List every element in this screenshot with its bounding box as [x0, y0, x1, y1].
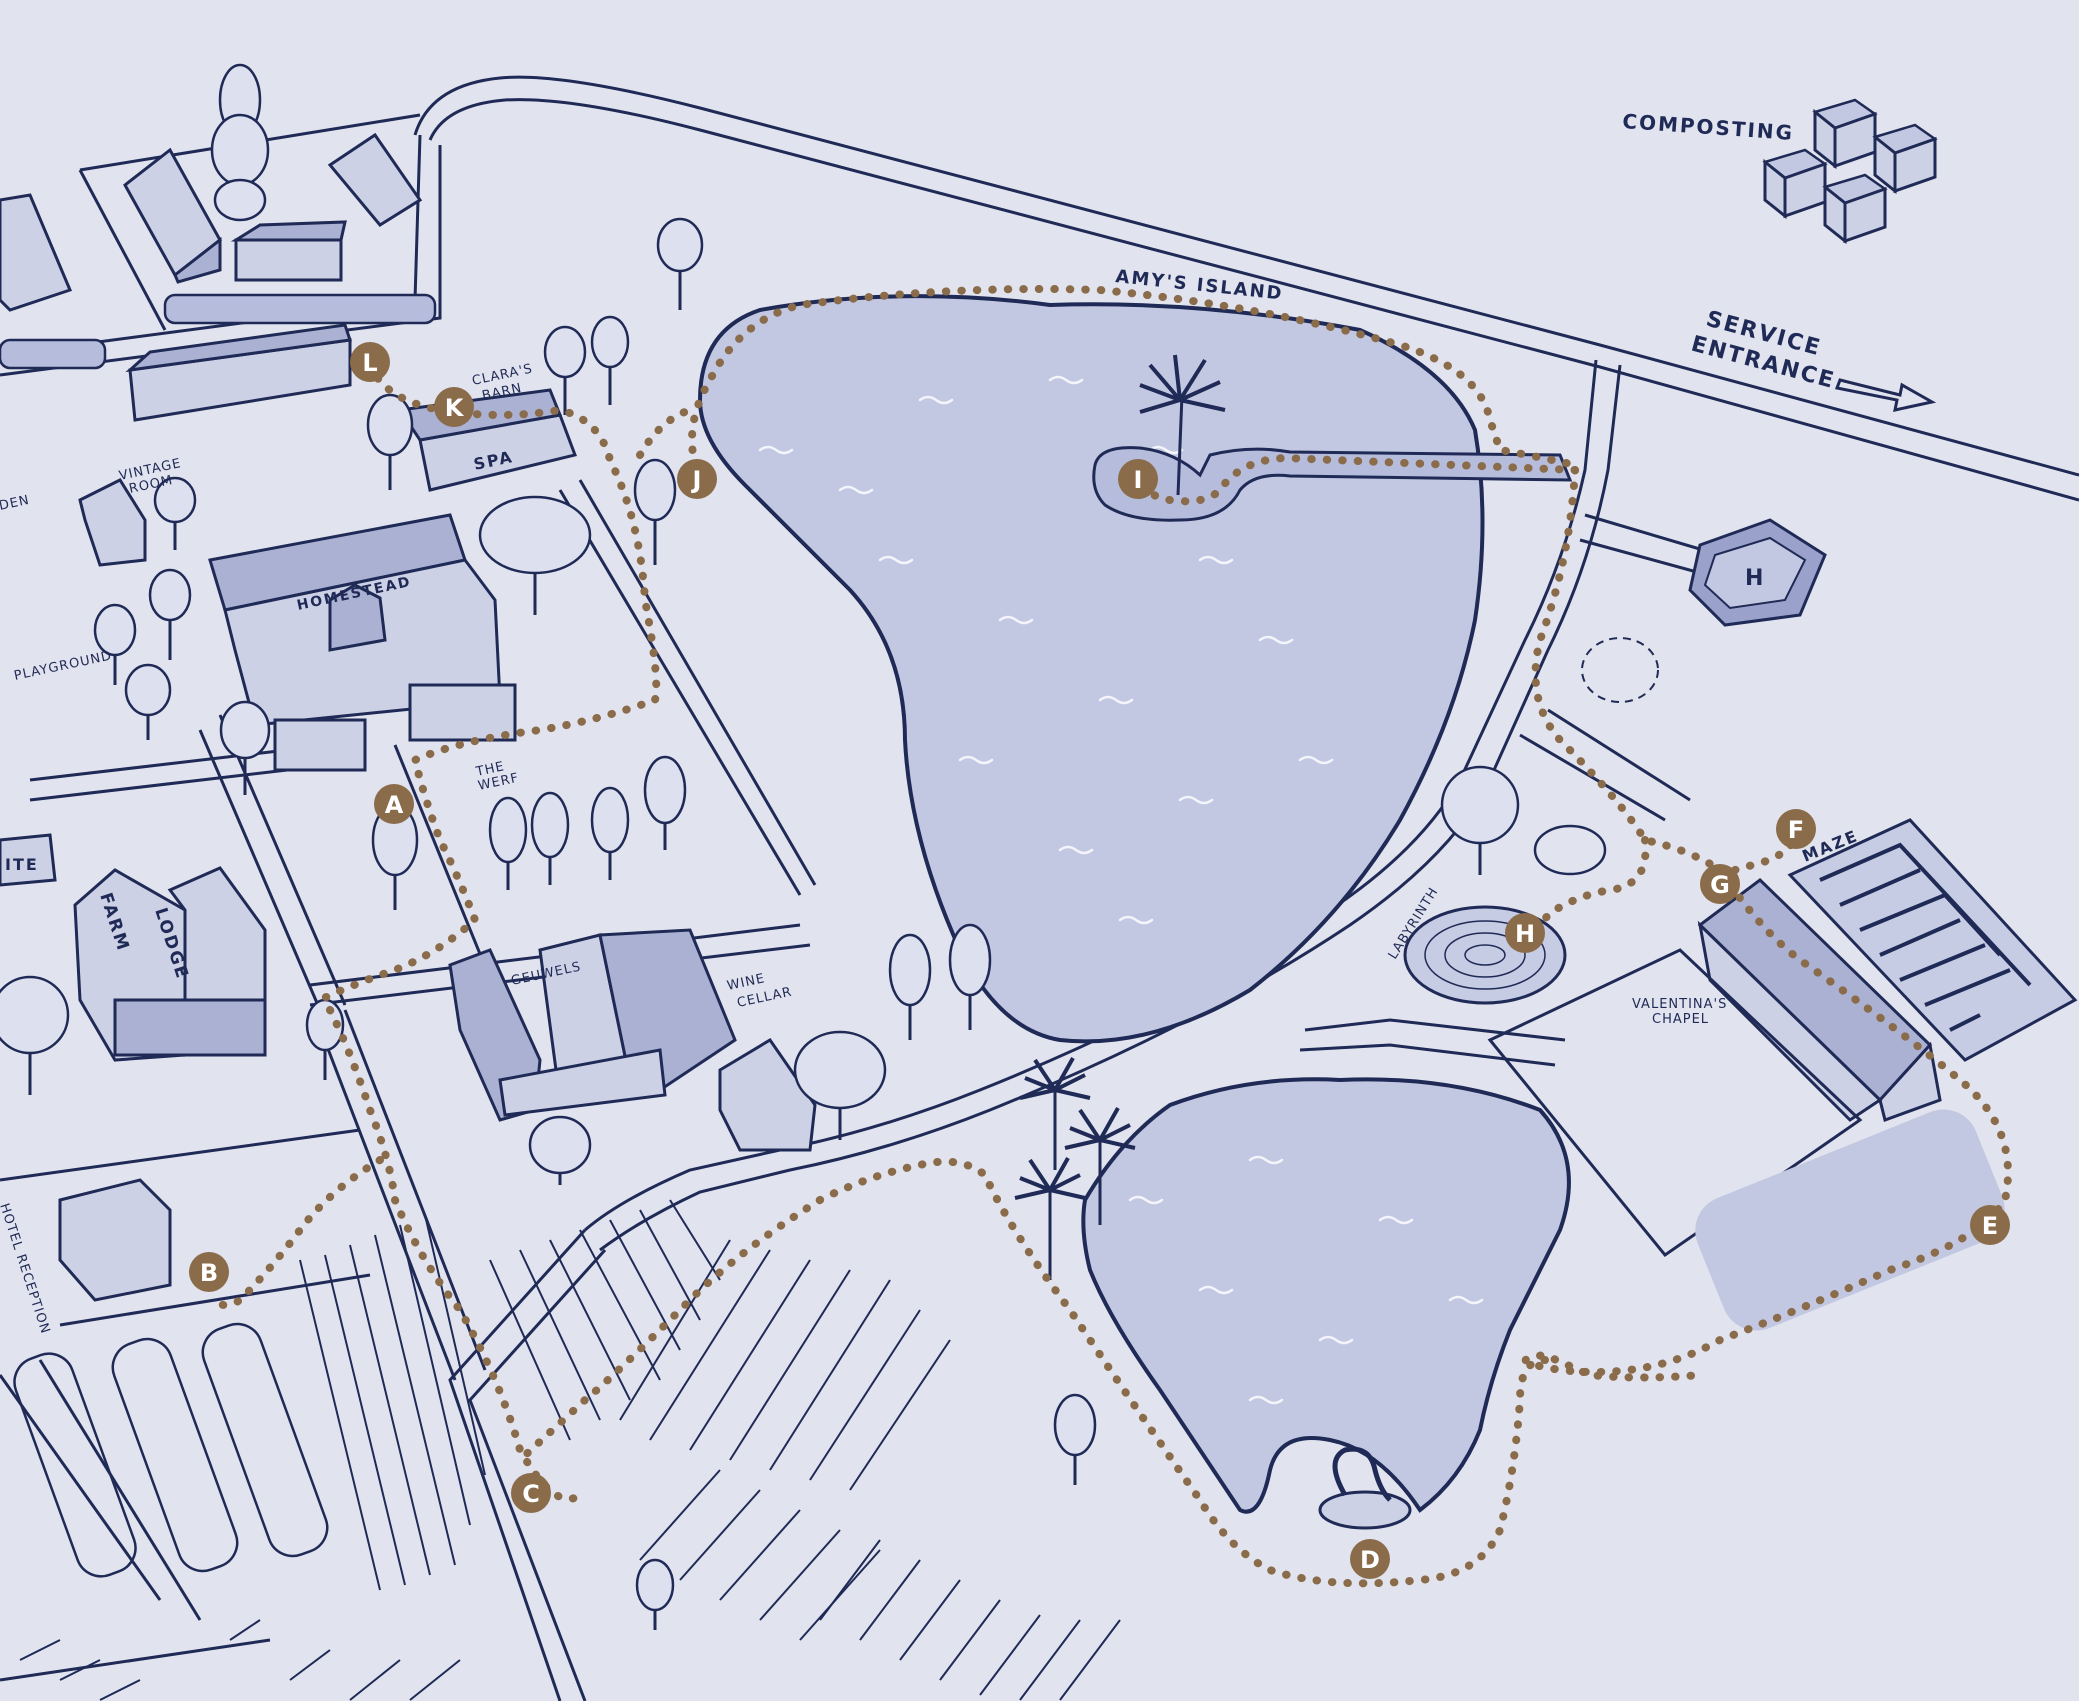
marker-c-letter: C — [522, 1480, 540, 1508]
marker-e-letter: E — [1982, 1212, 1998, 1240]
amys-lake — [697, 294, 1485, 1044]
maze — [1787, 818, 2078, 1062]
parking — [13, 1322, 329, 1578]
marker-b-letter: B — [200, 1259, 218, 1287]
marker-d[interactable]: D — [1350, 1539, 1390, 1579]
marker-e[interactable]: E — [1970, 1205, 2010, 1245]
chapel-lawn — [1695, 1109, 2005, 1331]
marker-k-letter: K — [445, 394, 465, 422]
marker-l-letter: L — [362, 349, 377, 377]
roads — [0, 75, 2079, 1701]
helipad-label: H — [1745, 566, 1765, 591]
marker-b[interactable]: B — [189, 1252, 229, 1292]
marker-j[interactable]: J — [677, 459, 717, 499]
valentinas-chapel-label-line2: CHAPEL — [1652, 1012, 1709, 1027]
marker-a-letter: A — [385, 791, 404, 819]
marker-d-letter: D — [1360, 1546, 1380, 1574]
marker-g-letter: G — [1710, 871, 1730, 899]
trail-markers: A B C D E F G H I J K L — [189, 342, 2010, 1579]
marker-k[interactable]: K — [434, 387, 474, 427]
lower-lake — [1081, 1077, 1571, 1514]
composting-bins — [1762, 98, 1938, 245]
marker-f-letter: F — [1788, 816, 1804, 844]
marker-j-letter: J — [691, 466, 702, 494]
stone-circle — [1581, 637, 1659, 703]
service-entrance-arrow — [1834, 378, 1937, 412]
marker-i[interactable]: I — [1118, 459, 1158, 499]
the-werf-label-line1: THE — [474, 759, 506, 780]
den-label: DEN — [0, 493, 31, 514]
valentinas-chapel-label-line1: VALENTINA'S — [1632, 997, 1727, 1012]
helipad: H — [1688, 518, 1827, 627]
marker-a[interactable]: A — [374, 784, 414, 824]
marker-c[interactable]: C — [511, 1473, 551, 1513]
marker-i-letter: I — [1134, 466, 1143, 494]
marker-f[interactable]: F — [1776, 809, 1816, 849]
buildings — [0, 323, 1942, 1530]
vineyards — [19, 1199, 1121, 1701]
marker-g[interactable]: G — [1700, 864, 1740, 904]
ite-label: ITE — [5, 855, 39, 874]
marker-h-letter: H — [1515, 920, 1535, 948]
marker-l[interactable]: L — [350, 342, 390, 382]
trees — [0, 63, 1520, 1630]
marker-h[interactable]: H — [1505, 913, 1545, 953]
greenhouses — [0, 132, 437, 370]
